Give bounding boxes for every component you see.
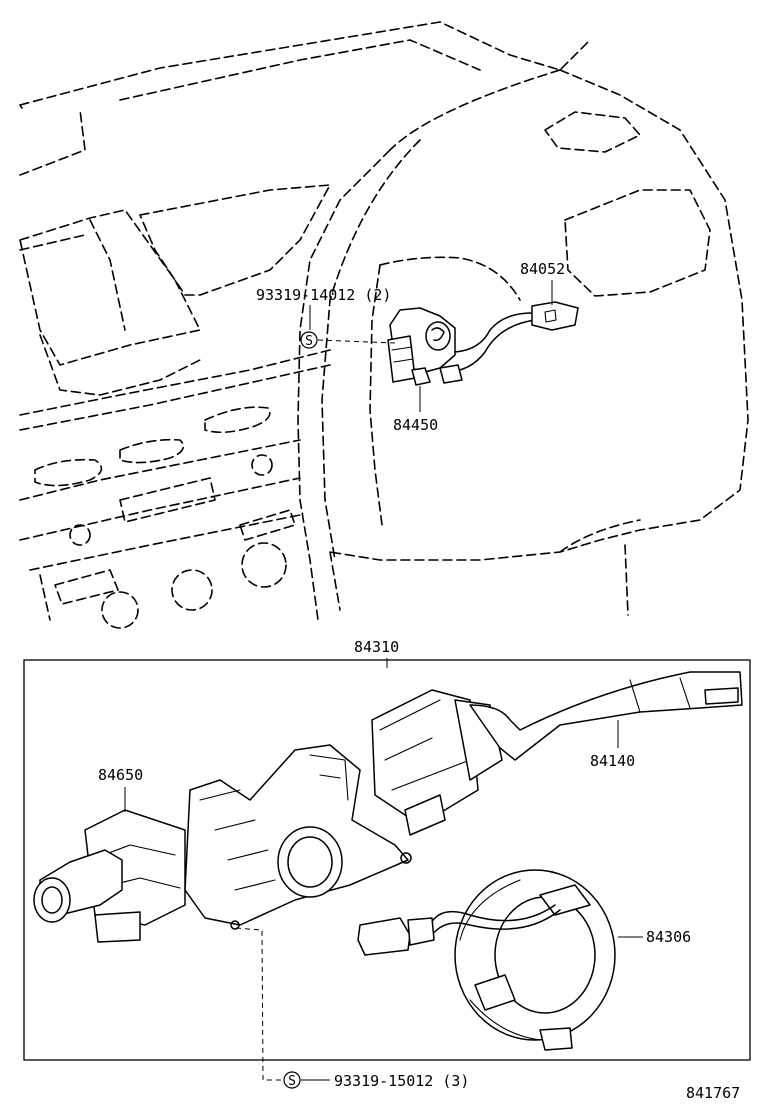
label-93319-15012: 93319-15012 (3) [334, 1072, 469, 1090]
assembly-84310-frame [23, 659, 751, 1061]
dashboard-outline [19, 21, 749, 629]
label-84650: 84650 [98, 766, 143, 784]
figure-code: 841767 [686, 1084, 740, 1102]
label-84140: 84140 [590, 752, 635, 770]
screw-symbol-upper: S [300, 331, 396, 349]
label-84310: 84310 [354, 638, 399, 656]
leader-93319-15012-dashed [235, 927, 285, 1081]
connector-84052 [531, 301, 579, 331]
screw-symbol-lower: S [283, 1071, 330, 1089]
wiper-switch-84140 [371, 671, 743, 836]
screw-symbol-lower-text: S [288, 1074, 296, 1089]
label-84450: 84450 [393, 416, 438, 434]
label-93319-14012: 93319-14012 (2) [256, 286, 391, 304]
label-84052: 84052 [520, 260, 565, 278]
label-84306: 84306 [646, 928, 691, 946]
column-bracket [184, 744, 412, 930]
screw-symbol-text: S [305, 334, 313, 349]
spiral-cable-84306 [357, 869, 616, 1051]
headlamp-switch-84650 [33, 809, 186, 943]
ignition-switch-84450 [387, 307, 536, 386]
